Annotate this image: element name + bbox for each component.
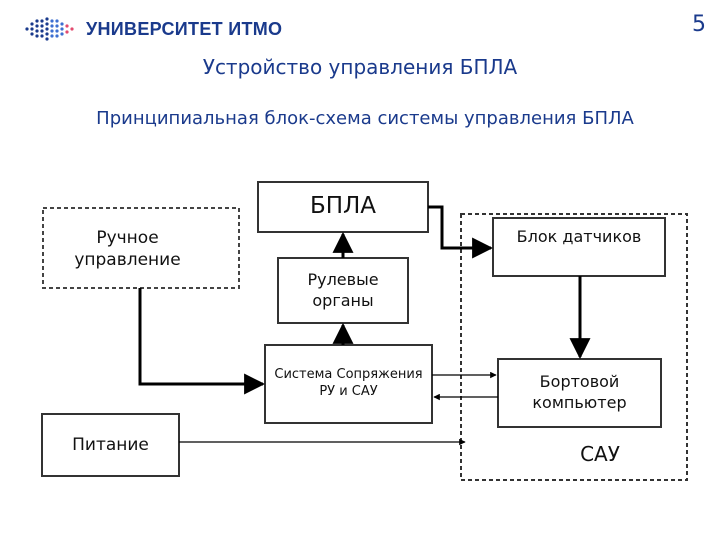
sau-group-label: САУ — [580, 442, 620, 466]
interface-system-label: Система Сопряжения РУ и САУ — [274, 367, 423, 399]
onboard-computer-label: Бортовой компьютер — [532, 372, 627, 412]
arrow-manual-to-interface — [138, 288, 266, 395]
power-label: Питание — [72, 434, 149, 455]
logo-text: УНИВЕРСИТЕТ ИТМО — [86, 19, 283, 39]
bpla-label: БПЛА — [309, 193, 377, 220]
slide-subtitle: Принципиальная блок-схема системы управл… — [96, 108, 634, 129]
power-box — [41, 413, 180, 477]
interface-system-box — [264, 344, 433, 424]
bpla-box — [257, 181, 429, 233]
arrow-bpla-to-sensors — [428, 205, 494, 259]
sensor-block-label: Блок датчиков — [516, 226, 642, 246]
slide-title: Устройство управления БПЛА — [202, 55, 518, 79]
onboard-computer-box — [497, 358, 662, 428]
sau-group-border — [460, 213, 688, 481]
page-number: 5 — [692, 12, 706, 37]
manual-control-label: Ручное управление — [74, 227, 181, 270]
itmo-logo-icon — [25, 17, 74, 41]
actuators-label: Рулевые органы — [307, 270, 379, 310]
